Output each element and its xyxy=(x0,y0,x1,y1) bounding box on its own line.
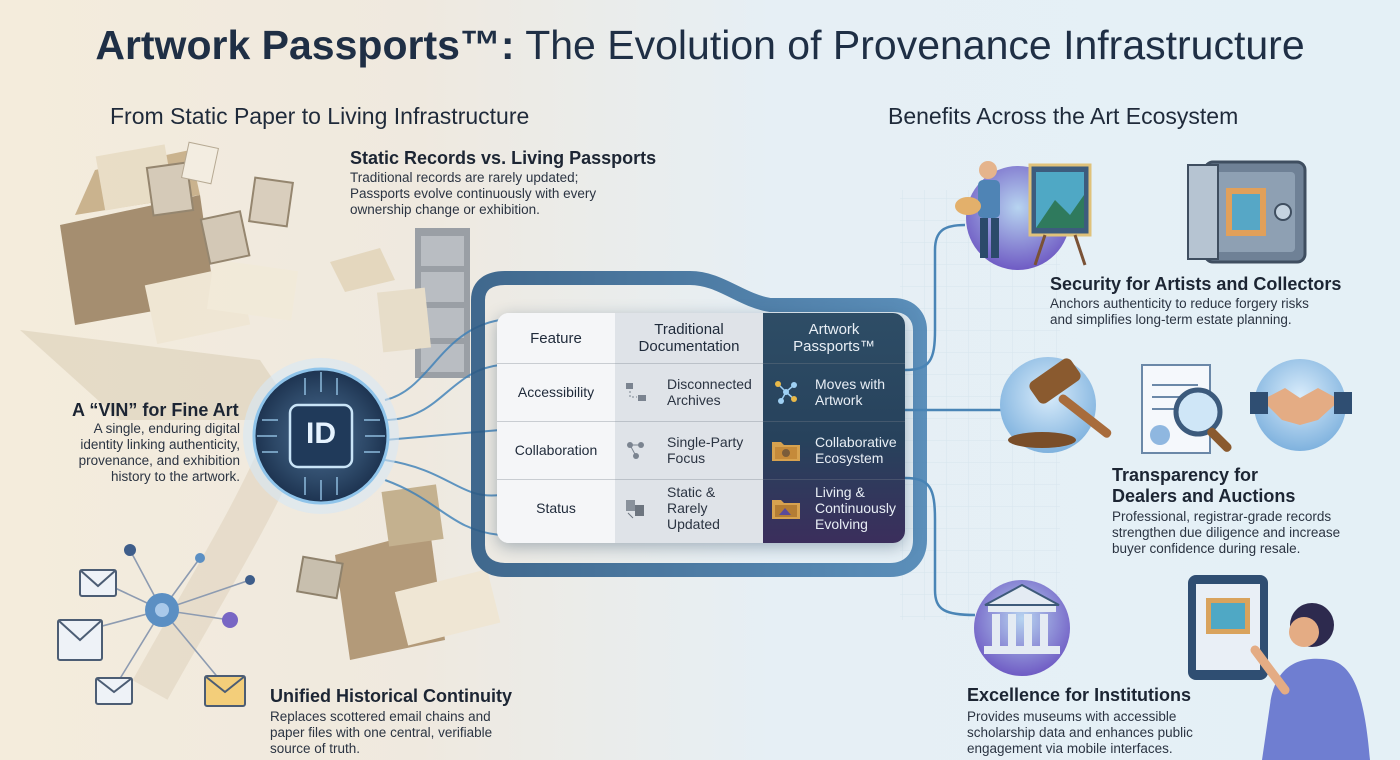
shared-folder-icon xyxy=(772,442,800,461)
filing-cabinet-icon xyxy=(330,228,470,378)
handshake-icon xyxy=(1250,359,1352,451)
table-row-traditional: Static & Rarely Updated xyxy=(667,484,720,532)
table-frame xyxy=(471,271,927,577)
security-title: Security for Artists and Collectors xyxy=(1050,274,1342,294)
transparency-title-line2: Dealers and Auctions xyxy=(1112,486,1296,506)
transparency-title-line1: Transparency for xyxy=(1112,465,1259,485)
table-row-feature: Collaboration xyxy=(514,442,598,458)
vin-body: A single, enduring digital identity link… xyxy=(78,421,240,484)
document-magnifier-icon xyxy=(1141,364,1232,454)
gavel-icon xyxy=(1000,357,1112,453)
page-title: Artwork Passports™: The Evolution of Pro… xyxy=(95,22,1305,68)
paper-archive-icon xyxy=(20,141,300,420)
vin-title: A “VIN” for Fine Art xyxy=(72,400,239,420)
table-header-passport: Artwork Passports™ xyxy=(793,321,875,355)
static-records-body: Traditional records are rarely updated; … xyxy=(350,170,597,217)
table-row-traditional: Disconnected Archives xyxy=(667,376,752,408)
table-row-traditional: Single-Party Focus xyxy=(667,434,744,466)
envelope-icon xyxy=(57,569,246,707)
id-chip-label: ID xyxy=(306,417,336,450)
left-section-heading: From Static Paper to Living Infrastructu… xyxy=(110,103,530,129)
right-section-heading: Benefits Across the Art Ecosystem xyxy=(888,103,1239,129)
artist-painting-icon xyxy=(955,161,1092,270)
single-party-icon xyxy=(627,442,644,459)
table-row-feature: Accessibility xyxy=(517,384,595,400)
table-row-passport: Living & Continuously Evolving xyxy=(815,484,896,532)
transparency-body: Professional, registrar-grade records st… xyxy=(1112,509,1341,556)
comparison-table: Feature Traditional Documentation Artwor… xyxy=(497,313,905,543)
static-documents-icon xyxy=(626,500,644,519)
safe-vault-icon xyxy=(1187,160,1307,264)
network-nodes-icon xyxy=(775,381,797,404)
feature-column xyxy=(497,313,615,543)
table-row-feature: Status xyxy=(536,500,576,516)
table-row-passport: Moves with Artwork xyxy=(815,376,886,408)
museum-icon xyxy=(974,580,1070,676)
excellence-body: Provides museums with accessible scholar… xyxy=(967,709,1193,756)
excellence-title: Excellence for Institutions xyxy=(967,685,1192,705)
traditional-column xyxy=(615,313,763,543)
unified-continuity-title: Unified Historical Continuity xyxy=(270,686,513,706)
archive-box-icon xyxy=(296,484,501,660)
living-folder-icon xyxy=(772,500,800,519)
security-body: Anchors authenticity to reduce forgery r… xyxy=(1050,296,1309,327)
disconnected-archives-icon xyxy=(626,383,646,401)
table-row-passport: Collaborative Ecosystem xyxy=(815,434,897,466)
static-records-title: Static Records vs. Living Passports xyxy=(350,148,657,168)
table-header-feature: Feature xyxy=(530,329,582,347)
connector-lines xyxy=(904,223,1005,617)
tablet-viewer-icon xyxy=(1188,575,1370,760)
table-header-traditional: Traditional Documentation xyxy=(638,321,740,355)
unified-continuity-body: Replaces scottered email chains and pape… xyxy=(270,709,493,756)
